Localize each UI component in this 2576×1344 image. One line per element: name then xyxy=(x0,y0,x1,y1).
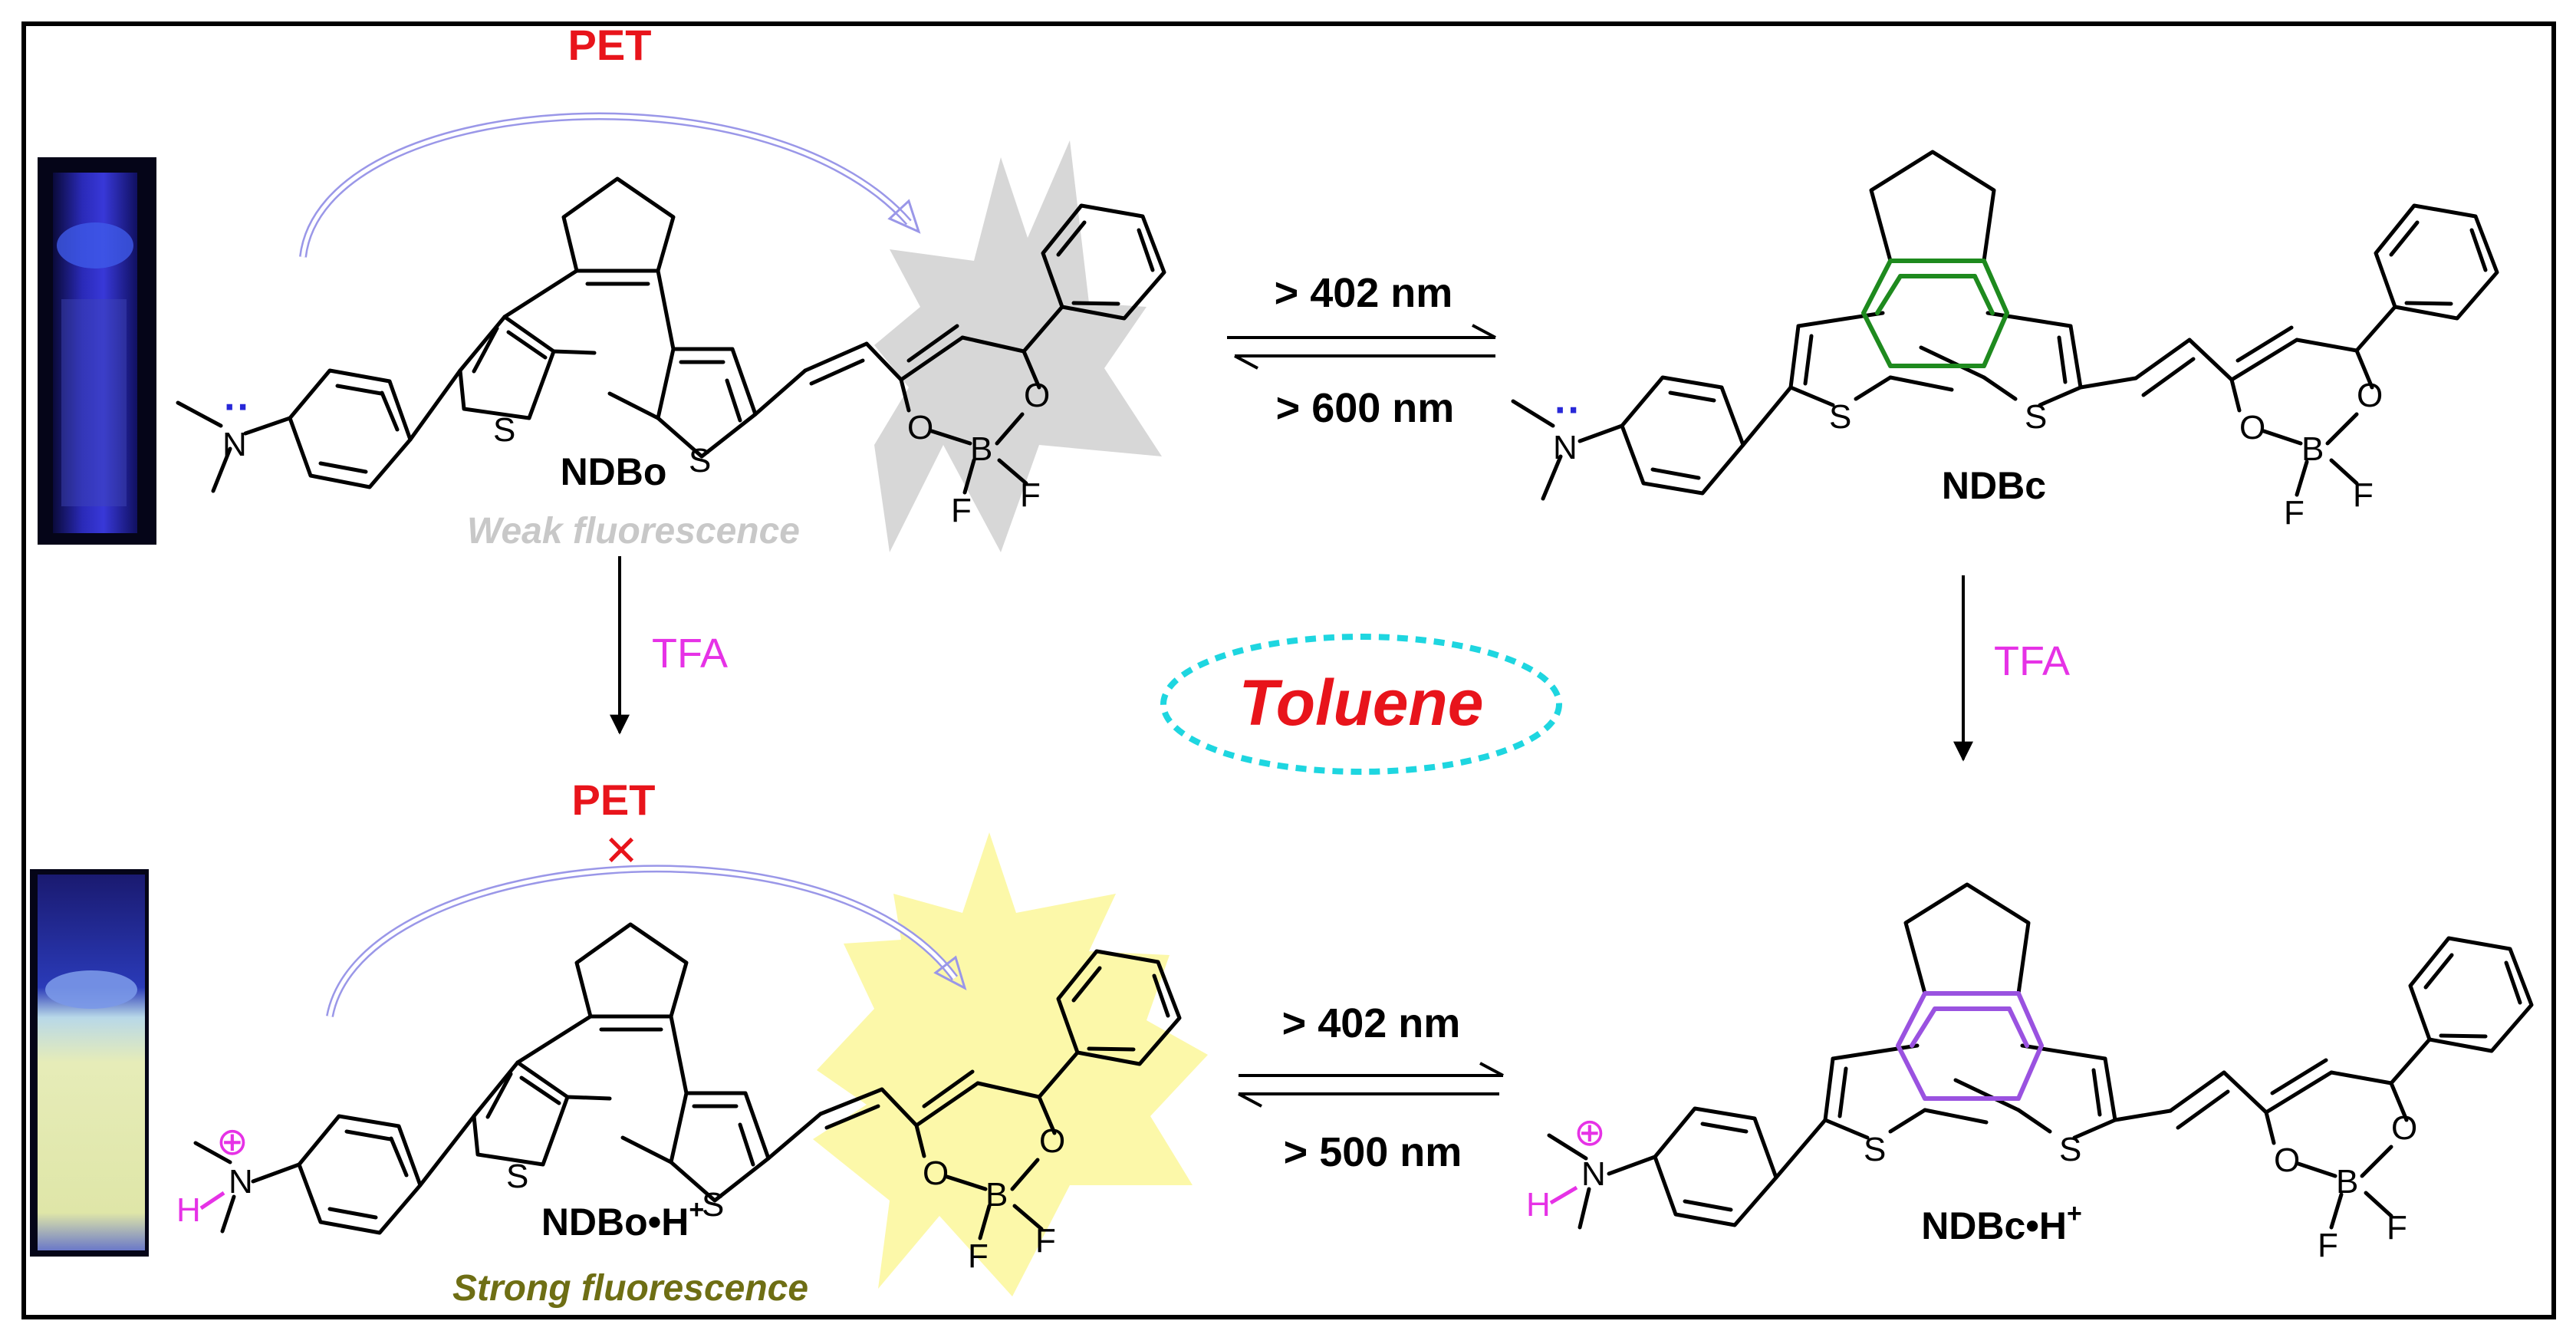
label-ndbo: NDBo xyxy=(561,450,667,493)
svg-text:··: ·· xyxy=(224,385,251,430)
svg-text:S: S xyxy=(702,1186,724,1224)
svg-text:O: O xyxy=(2239,409,2265,446)
tfa-label-left: TFA xyxy=(652,631,728,677)
svg-text:B: B xyxy=(970,430,992,468)
svg-text:N: N xyxy=(1553,429,1578,466)
svg-text:H: H xyxy=(1526,1186,1551,1224)
svg-text:O: O xyxy=(907,409,933,446)
svg-text:S: S xyxy=(1864,1131,1886,1168)
pet-label-bottom: PET xyxy=(572,776,656,824)
svg-text:F: F xyxy=(1035,1222,1056,1260)
ndbc-h-closed-ring-bonds xyxy=(1896,991,2044,1101)
solvent-ellipse xyxy=(1160,634,1562,775)
svg-text:⊕: ⊕ xyxy=(1574,1111,1606,1154)
svg-text:F: F xyxy=(2318,1227,2338,1264)
svg-text:S: S xyxy=(2025,398,2047,436)
svg-text:S: S xyxy=(689,442,711,479)
grey-fluorescence-burst xyxy=(874,140,1162,552)
yellow-fluorescence-burst xyxy=(813,832,1208,1296)
condition-top-forward: > 402 nm xyxy=(1275,270,1453,316)
svg-text:F: F xyxy=(2387,1209,2407,1247)
svg-text:B: B xyxy=(2336,1163,2358,1201)
solvent-label: Toluene xyxy=(1239,667,1484,739)
condition-bottom-forward: > 402 nm xyxy=(1282,1000,1461,1046)
svg-text:S: S xyxy=(506,1158,528,1195)
figure-frame xyxy=(21,21,2556,1319)
svg-text:O: O xyxy=(1024,377,1050,414)
vial-photo-top xyxy=(38,157,156,545)
svg-text:S: S xyxy=(493,411,515,449)
atoms-ndbo-h: N ⊕ H S S O O B F F xyxy=(176,1120,1065,1275)
svg-text:S: S xyxy=(2059,1131,2081,1168)
label-ndbo-h: NDBo•H+ xyxy=(541,1195,704,1244)
svg-text:B: B xyxy=(985,1176,1008,1214)
svg-text:F: F xyxy=(2353,476,2374,514)
label-ndbc-h: NDBc•H+ xyxy=(1921,1199,2082,1247)
structure-ndbo xyxy=(176,176,1166,495)
svg-text:⊕: ⊕ xyxy=(216,1120,248,1163)
atoms-ndbo: N ·· S S O O B F F xyxy=(222,377,1050,529)
label-ndbc: NDBc xyxy=(1942,464,2046,507)
svg-text:O: O xyxy=(923,1155,949,1192)
svg-text:O: O xyxy=(2357,377,2383,414)
svg-text:B: B xyxy=(2301,430,2324,468)
condition-bottom-reverse: > 500 nm xyxy=(1284,1129,1462,1175)
tfa-label-right: TFA xyxy=(1994,638,2070,684)
svg-text:S: S xyxy=(1829,398,1851,436)
svg-text:O: O xyxy=(1039,1122,1065,1160)
ndbc-closed-ring-bonds xyxy=(1861,259,2009,368)
caption-weak-fluorescence: Weak fluorescence xyxy=(467,511,800,552)
svg-text:F: F xyxy=(951,492,972,529)
svg-text:N: N xyxy=(1581,1155,1606,1193)
atoms-ndbc-h: N ⊕ H S S O O B F F xyxy=(1526,1109,2417,1264)
equilibrium-arrows-top xyxy=(1227,324,1496,370)
svg-text:H: H xyxy=(176,1191,201,1229)
svg-text:N: N xyxy=(229,1163,253,1201)
vial-photo-bottom xyxy=(30,869,149,1257)
svg-text:O: O xyxy=(2274,1141,2300,1179)
condition-top-reverse: > 600 nm xyxy=(1276,385,1455,431)
atoms-ndbc: N ·· S S O O B F F xyxy=(1553,377,2383,532)
svg-text:F: F xyxy=(968,1237,989,1275)
svg-text:F: F xyxy=(2284,494,2305,532)
svg-text:F: F xyxy=(1020,476,1041,514)
svg-text:N: N xyxy=(222,426,247,463)
equilibrium-arrows-bottom xyxy=(1238,1062,1504,1108)
structure-ndbc-h xyxy=(1547,882,2534,1230)
pet-label-top: PET xyxy=(568,21,652,69)
svg-text:O: O xyxy=(2391,1109,2417,1147)
structure-ndbo-h xyxy=(193,922,1182,1240)
caption-strong-fluorescence: Strong fluorescence xyxy=(452,1268,808,1309)
pet-blocked-mark: × xyxy=(605,819,637,881)
structure-ndbc xyxy=(1511,150,2499,501)
svg-text:··: ·· xyxy=(1554,388,1581,433)
